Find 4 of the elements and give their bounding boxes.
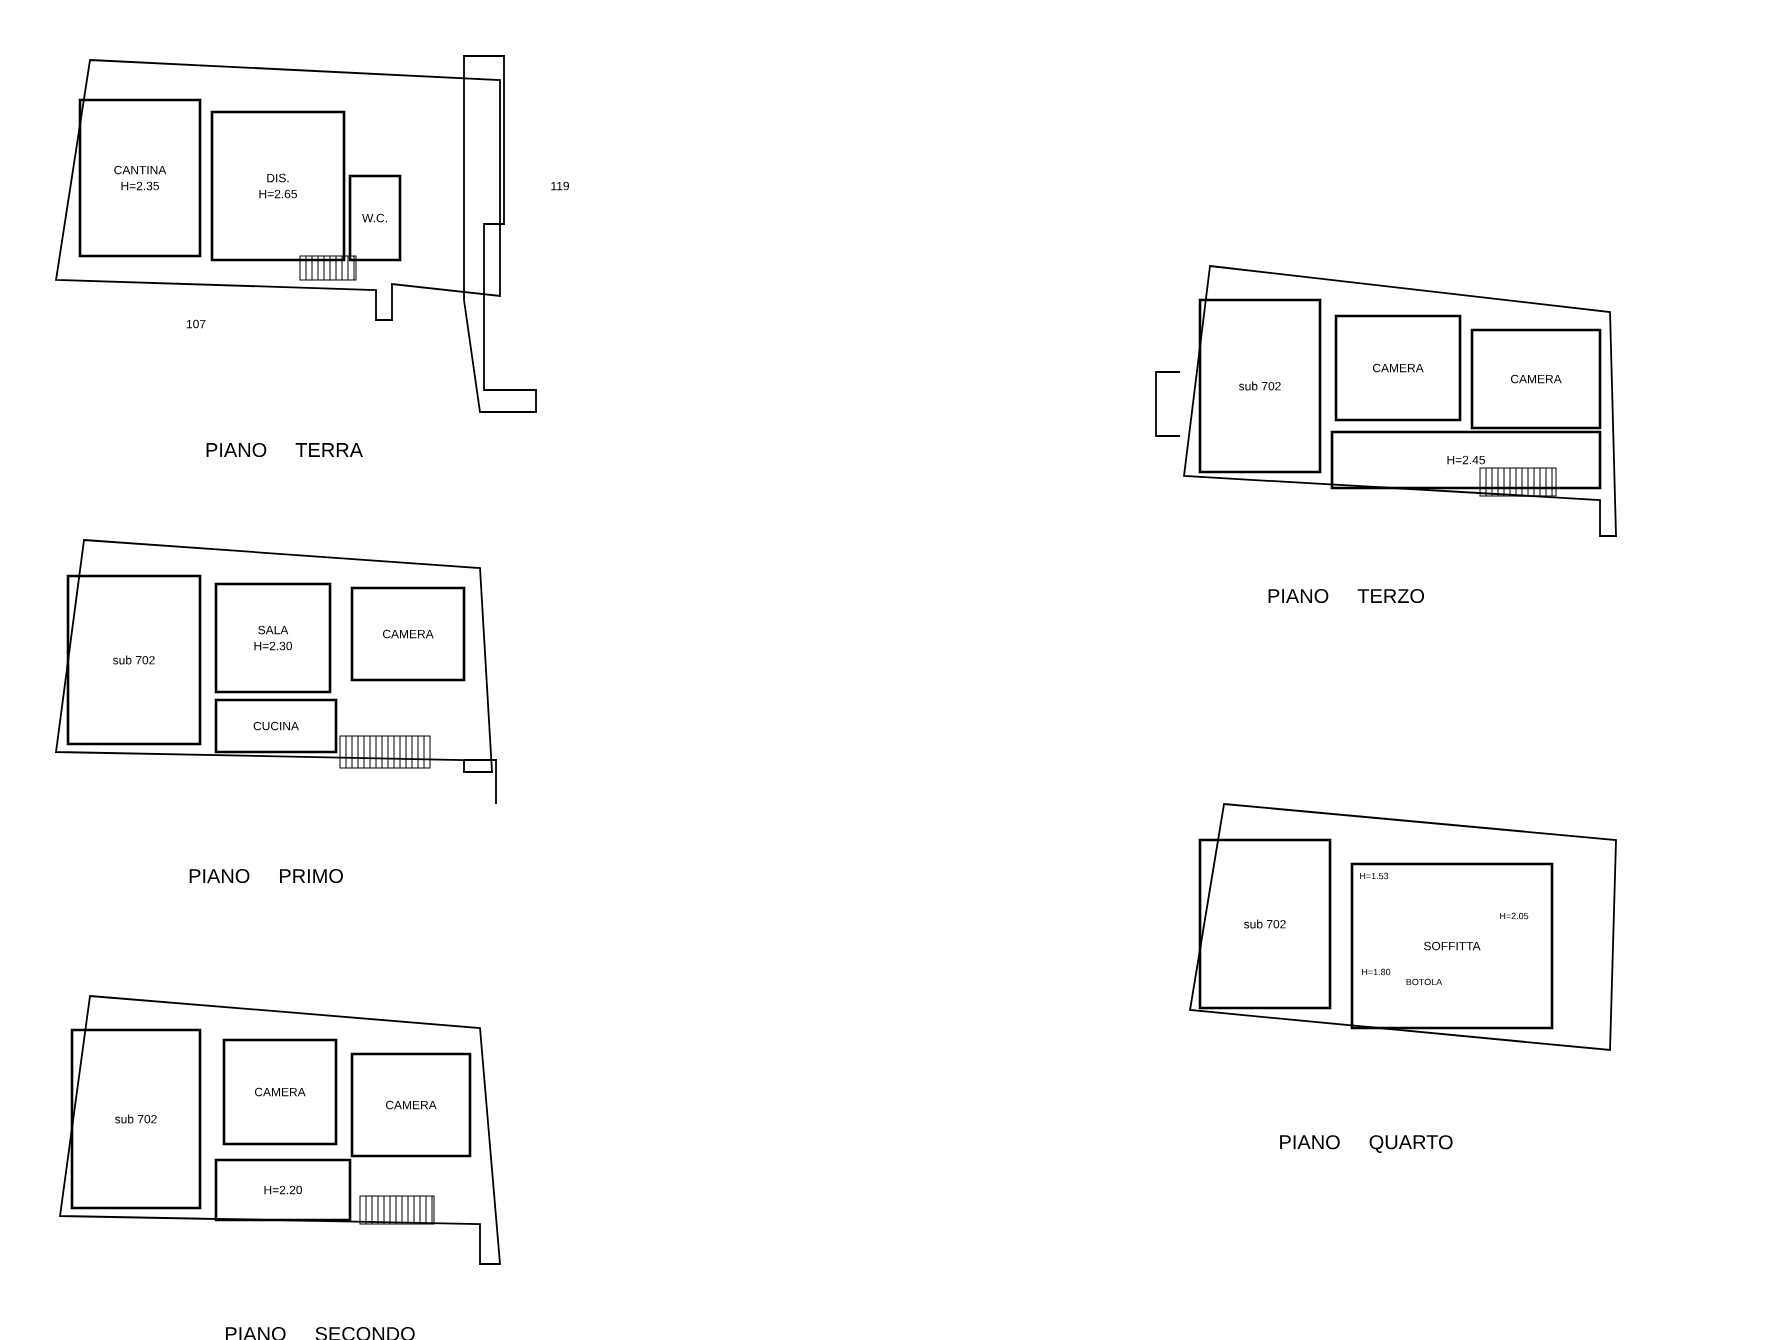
floor-title: PIANO TERRA [206,442,363,458]
floor-title: PIANO TERZO [1268,588,1425,604]
floor-title: PIANO PRIMO [189,868,343,884]
floor-title: PIANO QUARTO [1280,1135,1453,1153]
